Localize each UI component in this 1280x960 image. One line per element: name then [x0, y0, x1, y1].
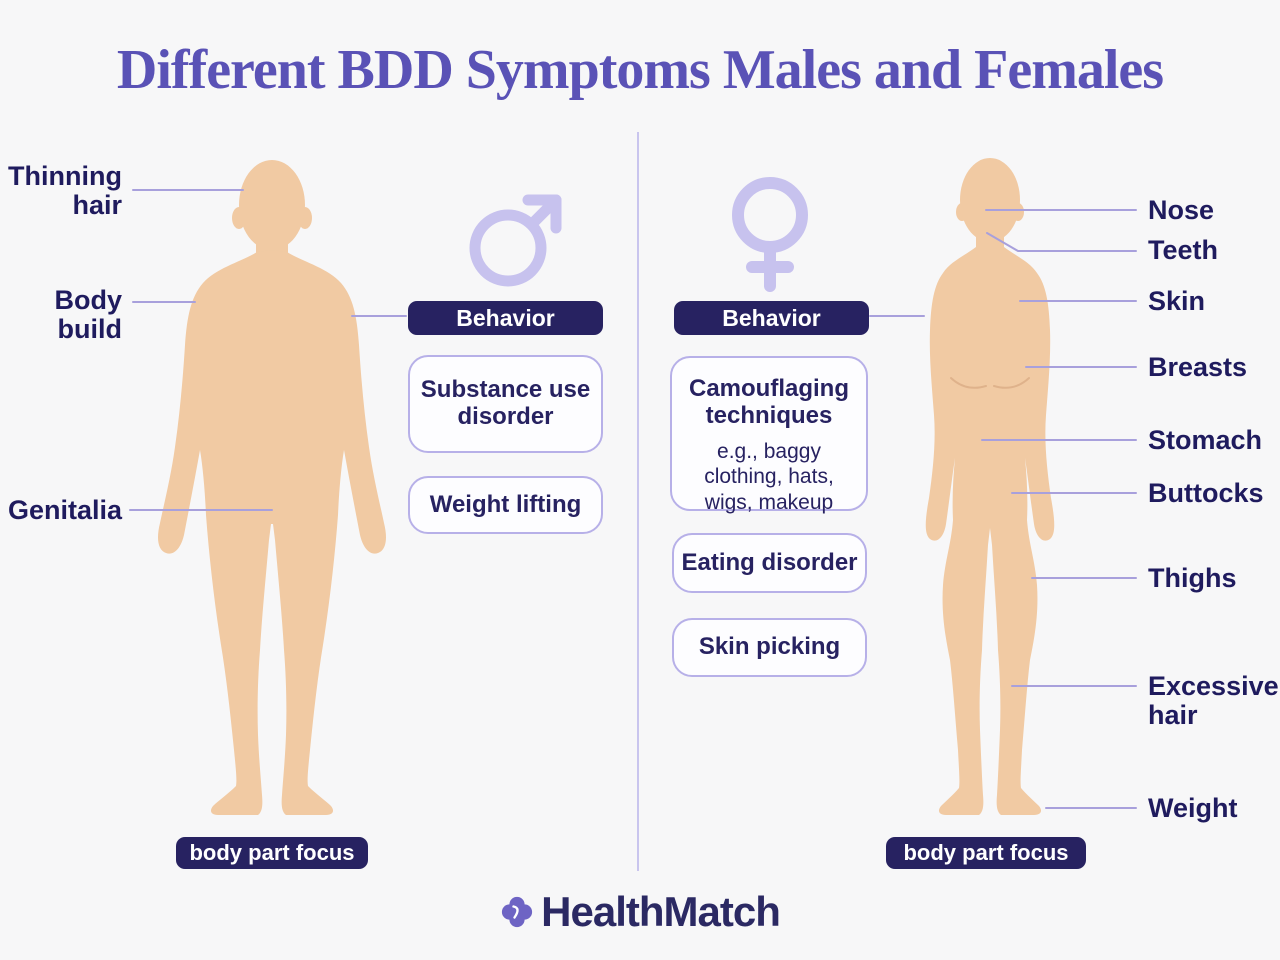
male-symbol-icon: [469, 194, 562, 287]
female-figure: [925, 158, 1055, 815]
female-behavior-badge: Behavior: [674, 301, 869, 335]
female-behavior-eating-disorder: Eating disorder: [672, 533, 867, 593]
footer: HealthMatch: [0, 884, 1280, 940]
camouflaging-detail: e.g., baggy clothing, hats, wigs, makeup: [704, 439, 834, 514]
leader-lines: [129, 189, 1137, 809]
male-figure: [158, 160, 386, 815]
female-label-skin: Skin: [1148, 286, 1206, 316]
female-body-part-focus-badge: body part focus: [886, 837, 1086, 869]
page-title: Different BDD Symptoms Males and Females: [116, 39, 1164, 101]
female-label-weight: Weight: [1148, 793, 1238, 823]
female-label-teeth: Teeth: [1148, 235, 1219, 265]
male-label-thinning-hair: Thinning hair: [8, 161, 122, 220]
female-label-excessive-hair: Excessive hair: [1148, 671, 1279, 730]
female-label-buttocks: Buttocks: [1148, 478, 1264, 508]
healthmatch-clover-icon: [502, 896, 533, 928]
male-behavior-substance-use: Substance use disorder: [408, 355, 603, 453]
female-behavior-skin-picking: Skin picking: [672, 618, 867, 677]
male-behavior-weight-lifting: Weight lifting: [408, 476, 603, 534]
female-label-stomach: Stomach: [1148, 425, 1263, 455]
male-behavior-badge: Behavior: [408, 301, 603, 335]
brand-name: HealthMatch: [541, 888, 781, 935]
male-body-part-focus-badge: body part focus: [176, 837, 368, 869]
female-label-thighs: Thighs: [1148, 563, 1237, 593]
female-label-nose: Nose: [1148, 195, 1215, 225]
male-label-genitalia: Genitalia: [7, 495, 122, 525]
camouflaging-title: Camouflaging techniques: [689, 375, 849, 429]
female-label-breasts: Breasts: [1148, 352, 1248, 382]
male-label-body-build: Body build: [54, 285, 123, 344]
female-symbol-icon: [732, 177, 808, 292]
female-behavior-camouflaging: Camouflaging techniques e.g., baggy clot…: [670, 356, 868, 514]
